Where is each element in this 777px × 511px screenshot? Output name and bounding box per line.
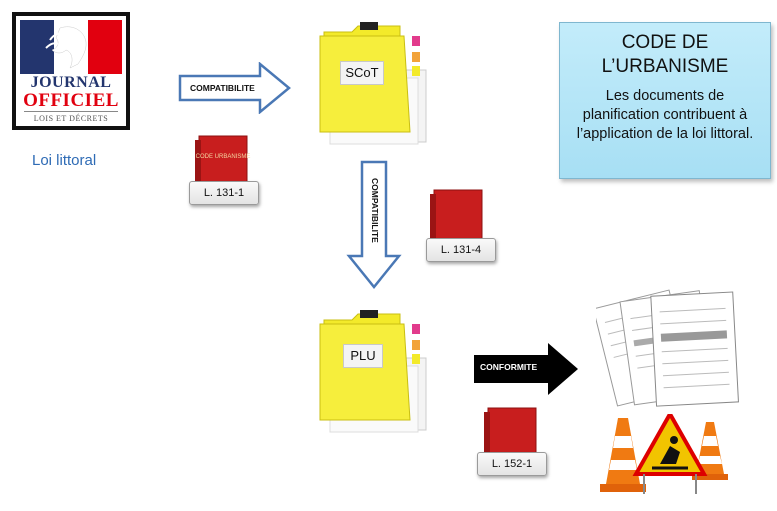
- plu-tag: PLU: [343, 344, 383, 368]
- logo-line-2: OFFICIEL: [23, 90, 119, 111]
- scot-folder-icon: [319, 22, 427, 145]
- info-box: CODE DE L’URBANISME Les documents de pla…: [559, 22, 771, 179]
- info-body: Les documents de planification contribue…: [576, 88, 754, 142]
- article-label-l131-1: L. 131-1: [189, 181, 259, 205]
- arrow-down-compatibilite-icon: [346, 160, 402, 289]
- source-label: Loi littoral: [32, 152, 97, 169]
- arrow-right-compatibilite-icon: [178, 62, 291, 114]
- plu-folder-icon: [319, 310, 427, 433]
- logo-line-1: JOURNAL: [30, 74, 112, 91]
- marianne-flag-icon: [20, 20, 122, 74]
- journal-officiel-logo: JOURNAL OFFICIEL LOIS ET DÉCRETS: [12, 12, 130, 130]
- relation-label-scot-plu: COMPATIBILITE: [370, 178, 380, 243]
- construction-site-icon: [600, 414, 728, 494]
- scot-tag: SCoT: [340, 61, 384, 85]
- arrow-right-conformite-icon: [474, 343, 578, 395]
- relation-label-loi-scot: COMPATIBILITE: [190, 83, 255, 93]
- article-label-l131-4: L. 131-4: [426, 238, 496, 262]
- logo-divider: [24, 111, 118, 112]
- book-text: CODE URBANISME: [196, 154, 251, 160]
- article-label-l152-1: L. 152-1: [477, 452, 547, 476]
- relation-label-plu-permis: CONFORMITE: [480, 362, 538, 372]
- logo-line-3: LOIS ET DÉCRETS: [33, 114, 109, 123]
- roadworks-sign-icon: [632, 414, 708, 476]
- permit-forms-icon: [596, 289, 739, 407]
- traffic-cone-icon: [692, 422, 728, 480]
- info-title: CODE DE L’URBANISME: [601, 32, 729, 77]
- traffic-cone-icon: [600, 418, 646, 492]
